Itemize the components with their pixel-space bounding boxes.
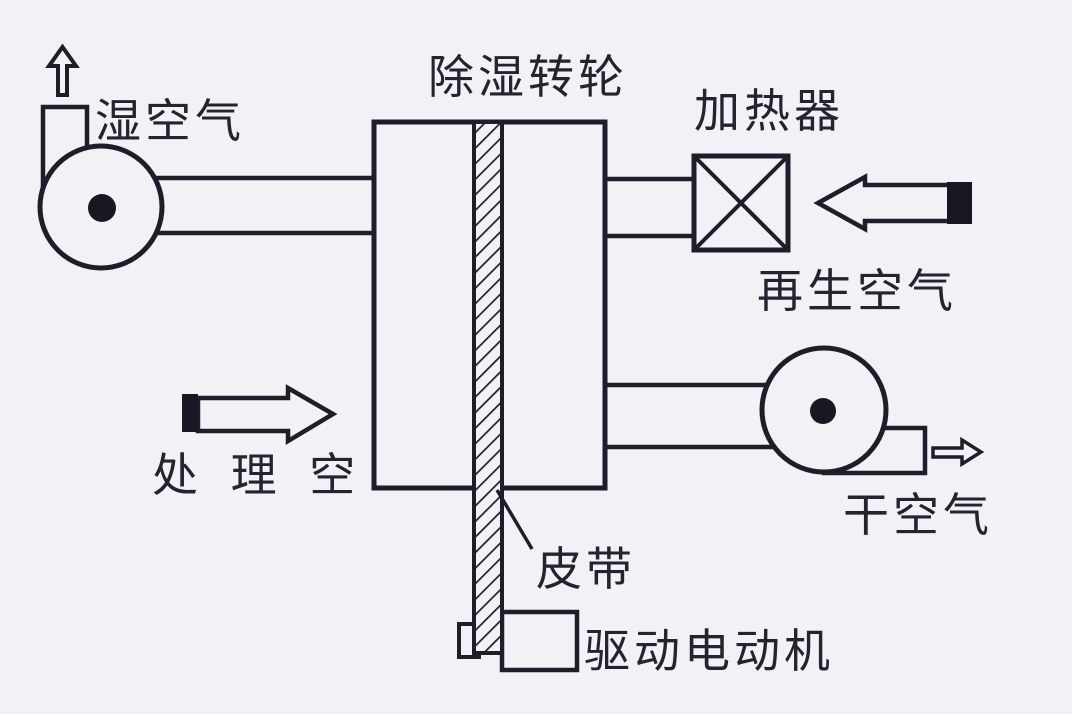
humid-air-duct [120,175,374,236]
process-air-label: 处 理 空 [152,448,365,502]
dry-air-outlet-arrow-icon [931,436,985,468]
process-air-arrow-icon [182,384,338,445]
wheel-belt-strip [472,120,504,655]
up-arrow-icon [45,43,80,97]
belt-leader-line [495,489,534,550]
fan-hub-dot [810,398,836,424]
belt-label: 皮带 [536,542,636,596]
heater-box [691,153,791,253]
humid-air-label: 湿空气 [95,94,245,148]
heater-label: 加热器 [694,84,844,138]
humid-air-fan [37,143,165,271]
fan-hub-dot [88,194,116,222]
drive-motor-label: 驱动电动机 [584,624,834,678]
regeneration-air-arrow-icon [813,173,972,233]
regeneration-air-label: 再生空气 [757,264,957,318]
desiccant-wheel-label: 除湿转轮 [428,50,628,104]
regeneration-air-duct [604,176,694,239]
dry-air-label: 干空气 [843,488,993,542]
dry-air-fan [759,345,889,475]
drive-motor-box [499,609,580,673]
